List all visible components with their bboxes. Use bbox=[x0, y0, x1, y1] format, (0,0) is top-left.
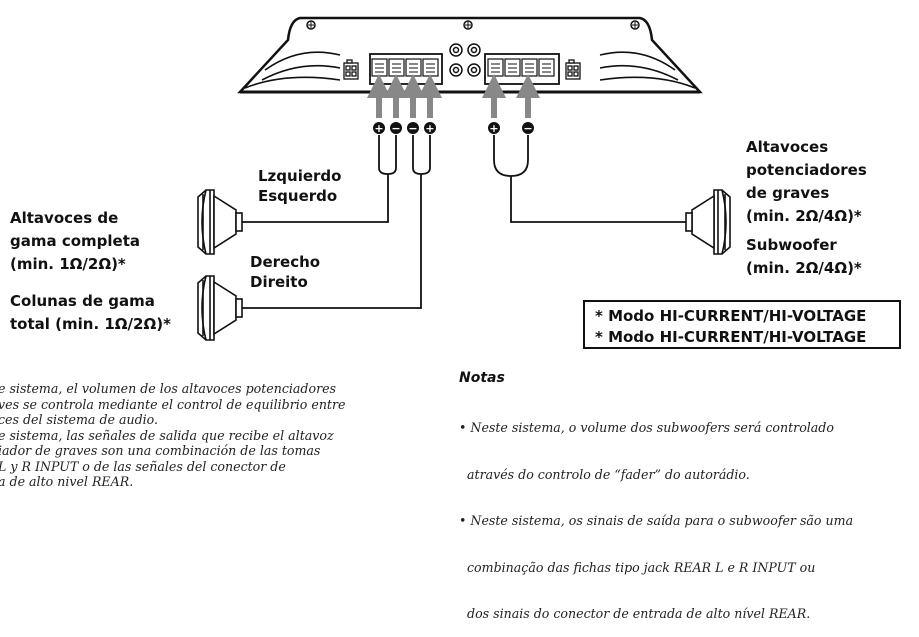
speaker-icon bbox=[197, 275, 243, 341]
svg-text:−: − bbox=[408, 122, 417, 135]
rca-input-jacks bbox=[449, 43, 481, 77]
svg-text:−: − bbox=[523, 122, 532, 135]
svg-text:−: − bbox=[391, 122, 400, 135]
svg-text:+: + bbox=[374, 122, 383, 135]
polarity-marker: − bbox=[390, 122, 402, 135]
speaker-wires bbox=[240, 135, 690, 309]
notes-es: e sistema, el volumen de los altavoces p… bbox=[0, 381, 346, 489]
svg-text:+: + bbox=[489, 122, 498, 135]
polarity-marker: − bbox=[407, 122, 419, 135]
subwoofer-label-es: Altavoces potenciadores de graves (min. … bbox=[746, 138, 867, 225]
full-range-speaker-label-es: Altavoces de gama completa (min. 1Ω/2Ω)* bbox=[10, 209, 141, 273]
terminal-polarity-markers: + − − + + − bbox=[373, 122, 534, 135]
left-channel-label: Lzquierdo Esquerdo bbox=[258, 167, 342, 205]
polarity-marker: − bbox=[522, 122, 534, 135]
power-connector-left bbox=[343, 59, 359, 80]
amplifier bbox=[237, 16, 703, 94]
connection-arrows bbox=[367, 74, 540, 118]
notes-pt: • Neste sistema, o volume dos subwoofers… bbox=[459, 420, 854, 621]
mode-legend-line: * Modo HI-CURRENT/HI-VOLTAGE bbox=[595, 328, 867, 346]
svg-text:+: + bbox=[425, 122, 434, 135]
subwoofer-label-pt: Subwoofer (min. 2Ω/4Ω)* bbox=[746, 236, 862, 277]
power-connector-right bbox=[565, 59, 581, 80]
notes-pt-title: Notas bbox=[459, 370, 505, 386]
speaker-icon bbox=[197, 189, 243, 255]
mode-legend-line: * Modo HI-CURRENT/HI-VOLTAGE bbox=[595, 307, 867, 325]
speaker-terminal-block-right bbox=[484, 53, 560, 85]
wiring-diagram: + − − + + − bbox=[197, 16, 731, 341]
speaker-terminal-block-left bbox=[369, 53, 443, 85]
mode-legend-box: * Modo HI-CURRENT/HI-VOLTAGE * Modo HI-C… bbox=[583, 300, 901, 349]
polarity-marker: + bbox=[424, 122, 436, 135]
polarity-marker: + bbox=[488, 122, 500, 135]
full-range-speaker-label-pt: Colunas de gama total (min. 1Ω/2Ω)* bbox=[10, 292, 171, 333]
polarity-marker: + bbox=[373, 122, 385, 135]
subwoofer-icon bbox=[685, 189, 731, 255]
right-channel-label: Derecho Direito bbox=[250, 253, 321, 291]
